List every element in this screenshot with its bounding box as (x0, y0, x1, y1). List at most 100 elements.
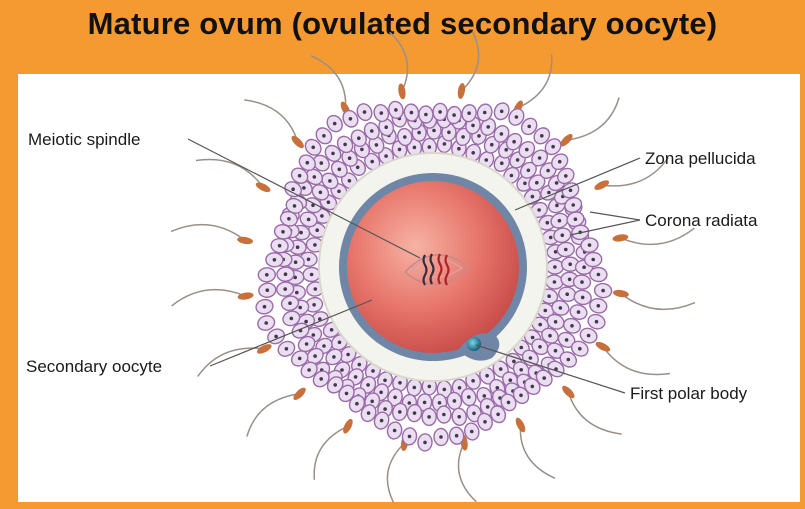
corona-cell-nucleus (337, 190, 341, 194)
corona-cell-nucleus (363, 110, 367, 114)
corona-cell-nucleus (314, 287, 318, 291)
corona-cell-nucleus (565, 338, 569, 342)
corona-cell-nucleus (472, 412, 476, 416)
corona-cell-nucleus (457, 415, 461, 419)
corona-cell-nucleus (483, 394, 487, 398)
corona-cell-nucleus (538, 156, 542, 160)
corona-cell-nucleus (553, 280, 557, 284)
corona-cell-nucleus (305, 342, 309, 346)
corona-cell-nucleus (587, 334, 591, 338)
corona-cell-nucleus (288, 301, 292, 305)
corona-cell-nucleus (458, 386, 462, 390)
corona-cell-nucleus (298, 357, 302, 361)
corona-cell-nucleus (333, 122, 337, 126)
corona-cell-nucleus (496, 413, 500, 417)
corona-cell-nucleus (471, 151, 475, 155)
corona-cell-nucleus (597, 273, 601, 277)
corona-cell-nucleus (366, 383, 370, 387)
corona-cell-nucleus (333, 383, 337, 387)
corona-cell-nucleus (410, 111, 414, 115)
corona-cell-nucleus (393, 429, 397, 433)
corona-cell-nucleus (485, 158, 489, 162)
corona-cell-nucleus (591, 258, 595, 262)
corona-cell-nucleus (504, 148, 508, 152)
corona-cell-nucleus (380, 419, 384, 423)
corona-cell-nucleus (549, 236, 553, 240)
corona-cell-nucleus (561, 233, 565, 237)
sperm-tail (311, 56, 346, 109)
corona-cell-nucleus (343, 143, 347, 147)
corona-cell-nucleus (355, 402, 359, 406)
corona-cell-nucleus (394, 108, 398, 112)
corona-cell-nucleus (455, 434, 459, 438)
corona-cell-nucleus (457, 147, 461, 151)
corona-cell-nucleus (356, 166, 360, 170)
corona-cell-nucleus (547, 294, 551, 298)
corona-cell-nucleus (510, 174, 514, 178)
corona-cell-nucleus (413, 146, 417, 150)
corona-cell-nucleus (555, 204, 559, 208)
sperm-head (341, 417, 355, 434)
corona-cell-nucleus (287, 217, 291, 221)
corona-cell-nucleus (597, 304, 601, 308)
corona-cell-nucleus (569, 189, 573, 193)
sperm-tail (518, 54, 552, 108)
sperm-head (457, 83, 466, 100)
corona-cell-nucleus (578, 347, 582, 351)
corona-cell-nucleus (370, 400, 374, 404)
corona-cell-nucleus (354, 375, 358, 379)
corona-cell-nucleus (499, 367, 503, 371)
corona-cell-nucleus (500, 161, 504, 165)
corona-cell-nucleus (554, 349, 558, 353)
corona-cell-nucleus (477, 134, 481, 138)
sperm-tail (171, 225, 245, 241)
corona-cell-nucleus (384, 125, 388, 129)
sperm-head (594, 340, 611, 354)
corona-cell-nucleus (285, 347, 289, 351)
corona-cell-nucleus (313, 243, 317, 247)
corona-cell-nucleus (538, 323, 542, 327)
corona-cell-nucleus (467, 111, 471, 115)
corona-cell-nucleus (432, 129, 436, 133)
corona-cell-nucleus (357, 136, 361, 140)
corona-cell-nucleus (264, 321, 268, 325)
corona-cell-nucleus (564, 174, 568, 178)
corona-cell-nucleus (310, 273, 314, 277)
corona-cell-nucleus (312, 333, 316, 337)
corona-cell-nucleus (547, 191, 551, 195)
corona-cell-nucleus (299, 231, 303, 235)
corona-cell-nucleus (485, 374, 489, 378)
corona-cell-nucleus (298, 174, 302, 178)
sperm-tail (244, 100, 297, 142)
corona-cell-nucleus (296, 245, 300, 249)
corona-cell-nucleus (330, 328, 334, 332)
corona-cell-nucleus (496, 386, 500, 390)
corona-cell-nucleus (408, 401, 412, 405)
corona-cell-nucleus (595, 320, 599, 324)
corona-cell-nucleus (383, 379, 387, 383)
corona-cell-nucleus (379, 391, 383, 395)
label-corona-radiata: Corona radiata (645, 211, 758, 230)
corona-cell-nucleus (512, 360, 516, 364)
corona-cell-nucleus (371, 369, 375, 373)
corona-cell-nucleus (531, 195, 535, 199)
corona-cell-nucleus (531, 336, 535, 340)
corona-cell-nucleus (398, 148, 402, 152)
corona-cell-nucleus (483, 420, 487, 424)
corona-cell-nucleus (307, 218, 311, 222)
sperm-tail (568, 392, 621, 434)
corona-cell-nucleus (516, 158, 520, 162)
corona-cell-nucleus (588, 243, 592, 247)
corona-cell-nucleus (349, 117, 353, 121)
corona-cell-nucleus (571, 203, 575, 207)
corona-cell-nucleus (471, 124, 475, 128)
sperm-head (612, 233, 629, 242)
corona-cell-nucleus (535, 181, 539, 185)
label-zona-pellucida: Zona pellucida (645, 149, 756, 168)
corona-cell-nucleus (471, 379, 475, 383)
label-meiotic-spindle: Meiotic spindle (28, 130, 140, 149)
corona-cell-nucleus (574, 217, 578, 221)
sperm-head (237, 291, 254, 300)
sperm-head (254, 181, 271, 195)
